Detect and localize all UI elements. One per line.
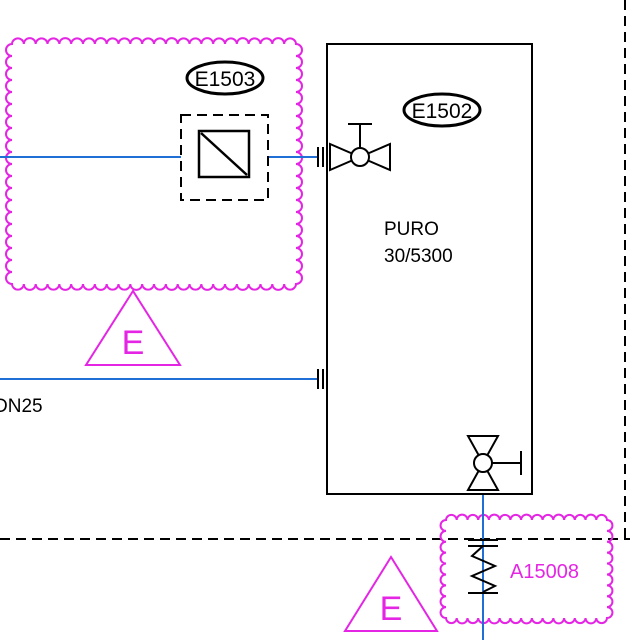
vessel-label-line2: 30/5300 [384,246,453,267]
tag-e1502-label: E1502 [412,100,473,123]
instrument-e1503[interactable] [180,114,269,201]
revision-triangle-1: E [84,289,182,366]
valve-upper-icon[interactable] [329,123,391,172]
revision-triangle-1-letter: E [122,324,145,362]
revision-cloud-lower-right [439,513,614,625]
spring-element-icon [468,539,498,594]
flange-upper [317,147,324,167]
pipe-label-dn25: DN25 [0,396,43,417]
tag-bubble-e1503[interactable]: E1503 [185,60,265,96]
flange-lower [317,369,324,389]
tag-e1503-label: E1503 [195,68,256,91]
revision-triangle-2: E [343,555,439,632]
instrument-diagonal [200,132,248,176]
revision-cloud-label-a15008: A15008 [510,561,579,583]
instrument-square [197,129,251,179]
tag-bubble-e1502[interactable]: E1502 [402,92,482,128]
revision-cloud-upper-left [5,37,303,291]
valve-lower-icon[interactable] [466,435,522,491]
revision-triangle-2-letter: E [380,590,403,628]
instrument-dashed-housing [180,114,269,201]
vessel-label-line1: PURO [384,219,439,240]
vessel-body[interactable] [326,43,533,495]
